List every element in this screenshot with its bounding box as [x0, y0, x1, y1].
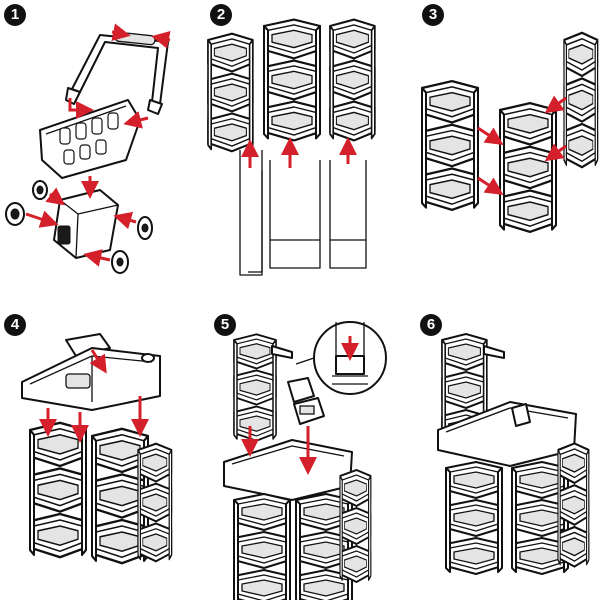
step-6-panel: 6 — [400, 300, 600, 600]
assembly-arrows — [241, 137, 357, 168]
step-number-badge: 4 — [4, 314, 26, 336]
wheel-icon — [5, 180, 153, 274]
step-number-badge: 1 — [4, 4, 26, 26]
side-column-and-box-illustration — [223, 321, 387, 600]
completed-organizer-illustration — [437, 300, 600, 600]
step-number-badge: 6 — [420, 314, 442, 336]
step-number-badge: 2 — [210, 4, 232, 26]
cart-exploded-illustration — [5, 23, 171, 274]
step-4-panel: 4 — [0, 300, 200, 600]
top-tray-illustration — [21, 333, 200, 600]
step-3-panel: 3 — [400, 0, 600, 300]
assembly-arrows — [39, 349, 149, 443]
tower-assembly-illustration — [400, 0, 600, 300]
tower-side-panels-illustration — [200, 0, 400, 276]
step-5-panel: 5 — [200, 300, 400, 600]
step-2-panel: 2 — [200, 0, 400, 300]
step-1-panel: 1 — [0, 0, 200, 300]
assembly-arrows — [241, 336, 359, 475]
step-number-badge: 5 — [214, 314, 236, 336]
assembly-arrows — [25, 23, 171, 267]
step-number-badge: 3 — [422, 4, 444, 26]
assembly-arrows — [477, 95, 567, 195]
